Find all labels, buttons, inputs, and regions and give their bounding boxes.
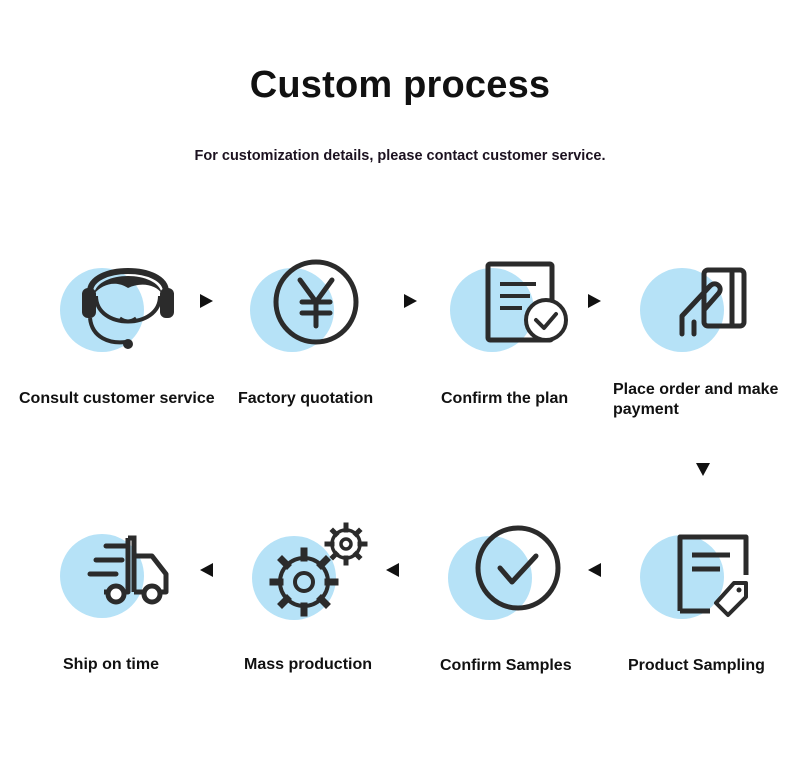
gears-icon (250, 520, 370, 630)
step-label-payment: Place order and make payment (613, 381, 779, 418)
check-circle-icon (448, 520, 568, 630)
yen-coin-icon (248, 250, 368, 360)
document-check-icon (448, 250, 568, 360)
arrow-left-3 (200, 563, 213, 577)
arrow-left-1 (588, 563, 601, 577)
step-label-mass-production: Mass production (244, 656, 373, 673)
arrow-down (696, 463, 710, 476)
arrow-right-2 (404, 294, 417, 308)
step-label-sampling: Product Sampling (628, 657, 765, 674)
page-subtitle: For customization details, please contac… (194, 148, 606, 164)
headset-icon (60, 250, 180, 360)
page-title: Custom process (249, 64, 551, 106)
arrow-right-3 (588, 294, 601, 308)
step-label-ship: Ship on time (63, 656, 159, 673)
step-label-consult: Consult customer service (19, 390, 215, 407)
arrow-right-1 (200, 294, 213, 308)
step-label-confirm-samples: Confirm Samples (440, 657, 572, 674)
step-label-confirm-plan: Confirm the plan (441, 390, 569, 407)
delivery-truck-icon (60, 520, 180, 630)
card-payment-icon (638, 250, 758, 360)
arrow-left-2 (386, 563, 399, 577)
document-tag-icon (638, 527, 758, 637)
step-label-quotation: Factory quotation (238, 390, 374, 407)
